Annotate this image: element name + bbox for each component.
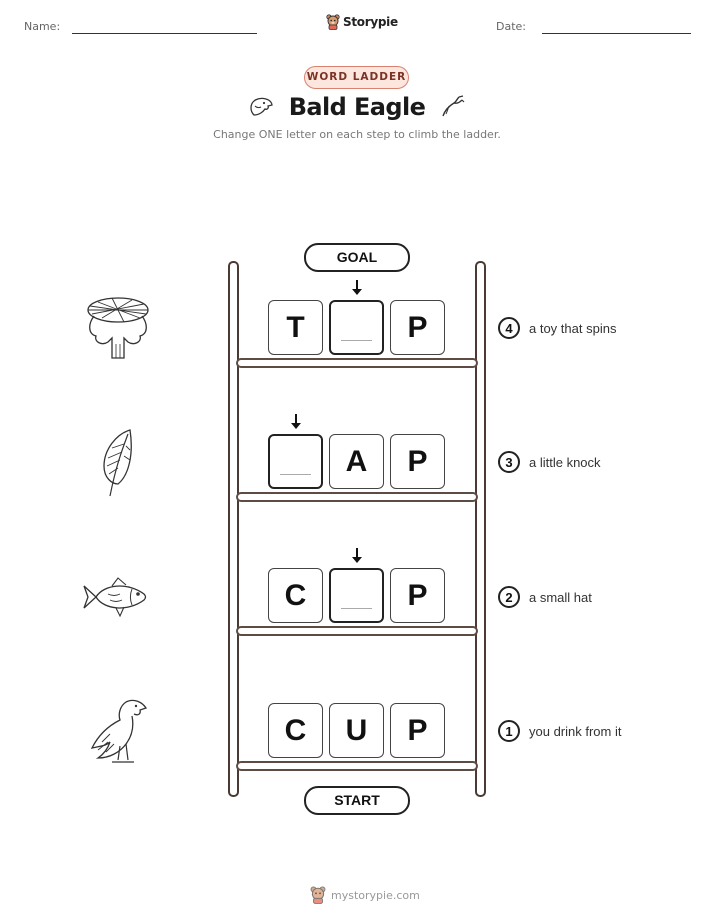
name-field-line[interactable] bbox=[72, 33, 257, 34]
letter-tile: P bbox=[390, 300, 445, 355]
bear-mascot-icon bbox=[310, 886, 326, 904]
letter-tile: P bbox=[390, 434, 445, 489]
brand-logo: Storypie bbox=[326, 14, 398, 30]
letter-tile: C bbox=[268, 568, 323, 623]
letter-tile: P bbox=[390, 568, 445, 623]
clue-text: a small hat bbox=[529, 590, 592, 605]
step-number: 3 bbox=[498, 451, 520, 473]
goal-label: GOAL bbox=[304, 243, 410, 272]
ladder-rail-left bbox=[228, 261, 239, 797]
arrow-down-icon bbox=[352, 280, 362, 295]
instructions: Change ONE letter on each step to climb … bbox=[213, 128, 501, 141]
ladder-rail-right bbox=[475, 261, 486, 797]
step-number: 1 bbox=[498, 720, 520, 742]
letter-tile: T bbox=[268, 300, 323, 355]
ladder-rung bbox=[236, 492, 478, 502]
brand-name: Storypie bbox=[343, 15, 398, 29]
start-label: START bbox=[304, 786, 410, 815]
footer: mystorypie.com bbox=[310, 886, 420, 904]
blank-letter-tile[interactable] bbox=[329, 568, 384, 623]
clue-text: you drink from it bbox=[529, 724, 622, 739]
clue-text: a toy that spins bbox=[529, 321, 617, 336]
footer-url: mystorypie.com bbox=[331, 888, 420, 902]
letter-tile: A bbox=[329, 434, 384, 489]
arrow-down-icon bbox=[352, 548, 362, 563]
letter-tile: C bbox=[268, 703, 323, 758]
ladder-rung bbox=[236, 626, 478, 636]
page-title: Bald Eagle bbox=[288, 93, 426, 121]
name-label: Name: bbox=[24, 20, 61, 33]
eagle-talon-icon bbox=[442, 95, 465, 117]
ladder-rung bbox=[236, 761, 478, 771]
word-ladder-badge: WORD LADDER bbox=[304, 66, 409, 89]
arrow-down-icon bbox=[291, 414, 301, 429]
letter-tile: U bbox=[329, 703, 384, 758]
bear-mascot-icon bbox=[326, 14, 340, 30]
date-field-line[interactable] bbox=[542, 33, 691, 34]
fish-icon bbox=[83, 577, 147, 618]
eagle-icon bbox=[90, 699, 148, 763]
ladder-rung bbox=[236, 358, 478, 368]
eagle-head-icon bbox=[250, 97, 273, 116]
clue-text: a little knock bbox=[529, 455, 601, 470]
date-label: Date: bbox=[496, 20, 526, 33]
letter-tile: P bbox=[390, 703, 445, 758]
blank-letter-tile[interactable] bbox=[329, 300, 384, 355]
step-number: 4 bbox=[498, 317, 520, 339]
nest-icon bbox=[87, 297, 149, 359]
feather-icon bbox=[103, 429, 132, 497]
blank-letter-tile[interactable] bbox=[268, 434, 323, 489]
step-number: 2 bbox=[498, 586, 520, 608]
